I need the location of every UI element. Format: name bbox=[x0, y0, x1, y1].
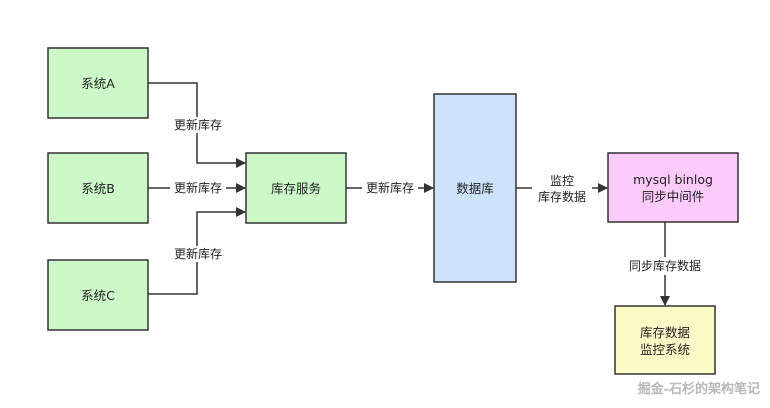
node-inventory-service: 库存服务 bbox=[245, 152, 347, 224]
node-binlog-middleware-line1: mysql binlog bbox=[633, 172, 713, 187]
edge-label-sync-inventory-data: 同步库存数据 bbox=[629, 258, 701, 273]
node-system-a-label: 系统A bbox=[81, 76, 115, 91]
edge-label-update-service: 更新库存 bbox=[366, 180, 414, 195]
edge-label-inventory-data: 库存数据 bbox=[538, 189, 586, 204]
node-inventory-service-box bbox=[245, 152, 347, 224]
node-inventory-service-label: 库存服务 bbox=[271, 181, 321, 196]
node-system-a-box bbox=[47, 47, 149, 119]
node-system-a: 系统A bbox=[47, 47, 149, 119]
edge-label-update-b: 更新库存 bbox=[174, 180, 222, 195]
node-system-b-box bbox=[47, 152, 149, 224]
edge-label-monitor: 监控 bbox=[550, 174, 574, 188]
node-system-c-box bbox=[47, 259, 149, 331]
node-monitor-system-line2: 监控系统 bbox=[640, 342, 690, 357]
watermark-text: 掘金-石杉的架构笔记 bbox=[638, 381, 760, 397]
edge-label-update-c: 更新库存 bbox=[174, 246, 222, 261]
node-monitor-system-line1: 库存数据 bbox=[640, 325, 690, 340]
node-system-c-label: 系统C bbox=[81, 288, 115, 303]
node-database-box bbox=[433, 93, 517, 283]
node-monitor-system-box bbox=[614, 305, 716, 375]
edge-label-update-a: 更新库存 bbox=[174, 117, 222, 132]
node-binlog-middleware-box bbox=[607, 152, 739, 223]
node-binlog-middleware-line2: 同步中间件 bbox=[642, 189, 705, 204]
node-database: 数据库 bbox=[433, 93, 517, 283]
node-system-b: 系统B bbox=[47, 152, 149, 224]
node-system-c: 系统C bbox=[47, 259, 149, 331]
node-system-b-label: 系统B bbox=[81, 181, 115, 196]
node-monitor-system: 库存数据 监控系统 bbox=[614, 305, 716, 375]
node-database-label: 数据库 bbox=[456, 181, 494, 196]
node-binlog-middleware: mysql binlog 同步中间件 bbox=[607, 152, 739, 223]
edge-labels: 更新库存 更新库存 更新库存 更新库存 监控 库存数据 同步库存数据 bbox=[170, 117, 706, 275]
